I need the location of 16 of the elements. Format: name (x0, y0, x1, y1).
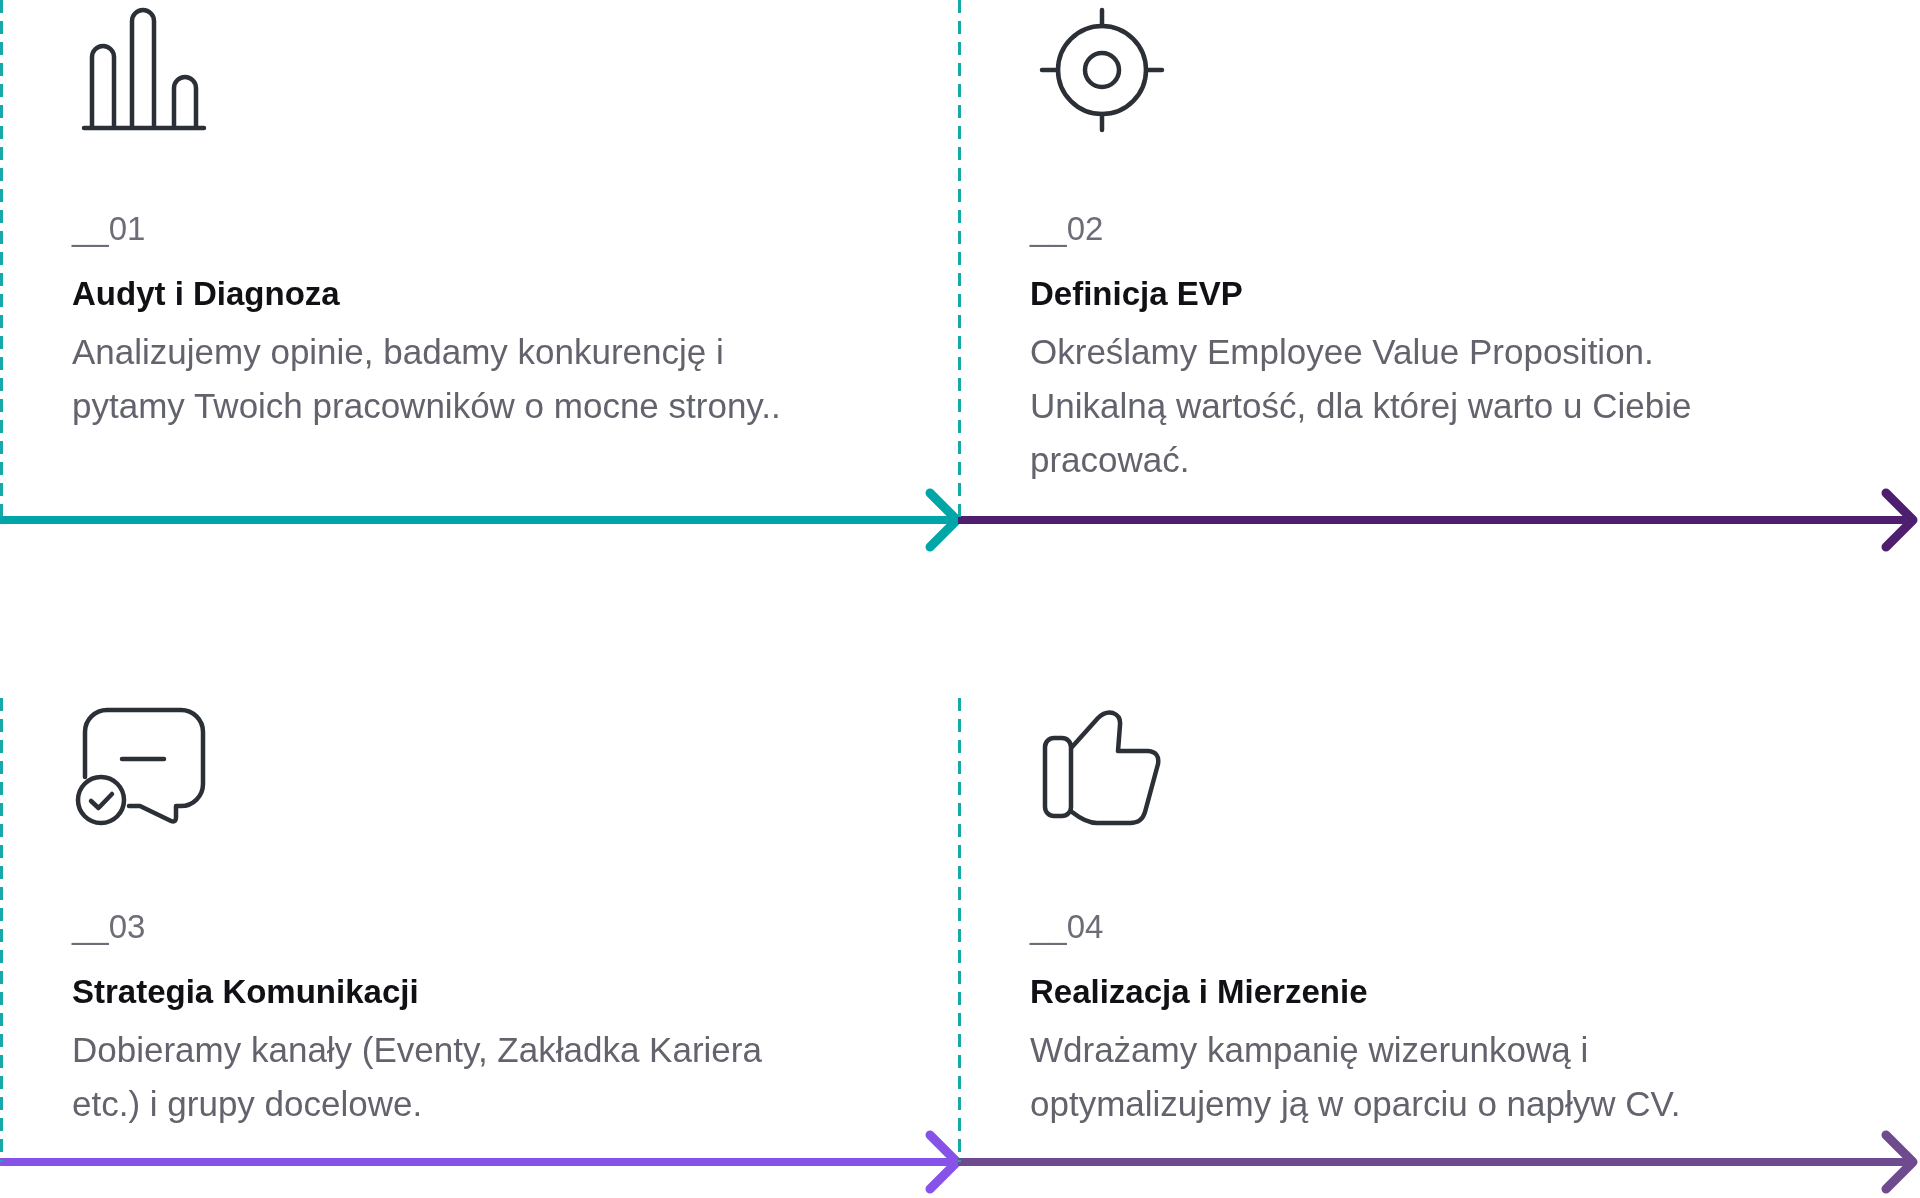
step-title: Realizacja i Mierzenie (1030, 972, 1368, 1012)
step-description: Dobieramy kanały (Eventy, Zakładka Kariera etc.) i grupy docelowe. (72, 1029, 763, 1125)
step-description: Analizujemy opinie, badamy konkurencję i pytamy Twoich pracowników o mocne strony.. (72, 331, 782, 427)
step-number: __01 (72, 209, 146, 249)
arrow (958, 488, 1918, 552)
step-number: __04 (1030, 907, 1104, 947)
step-number: __03 (72, 907, 146, 947)
step-title: Audyt i Diagnoza (72, 274, 340, 314)
arrow (0, 1130, 962, 1194)
step-description: Wdrażamy kampanię wizerunkową i optymalizujemy ją w oparciu o napływ CV. (1030, 1029, 1682, 1125)
step-description: Określamy Employee Value Proposition. Unikalną wartość, dla której warto u Ciebie pracować. (1030, 331, 1693, 481)
step-title: Strategia Komunikacji (72, 972, 419, 1012)
step-title: Definicja EVP (1030, 274, 1243, 314)
arrow (0, 488, 962, 552)
step-number: __02 (1030, 209, 1104, 249)
arrow (958, 1130, 1918, 1194)
